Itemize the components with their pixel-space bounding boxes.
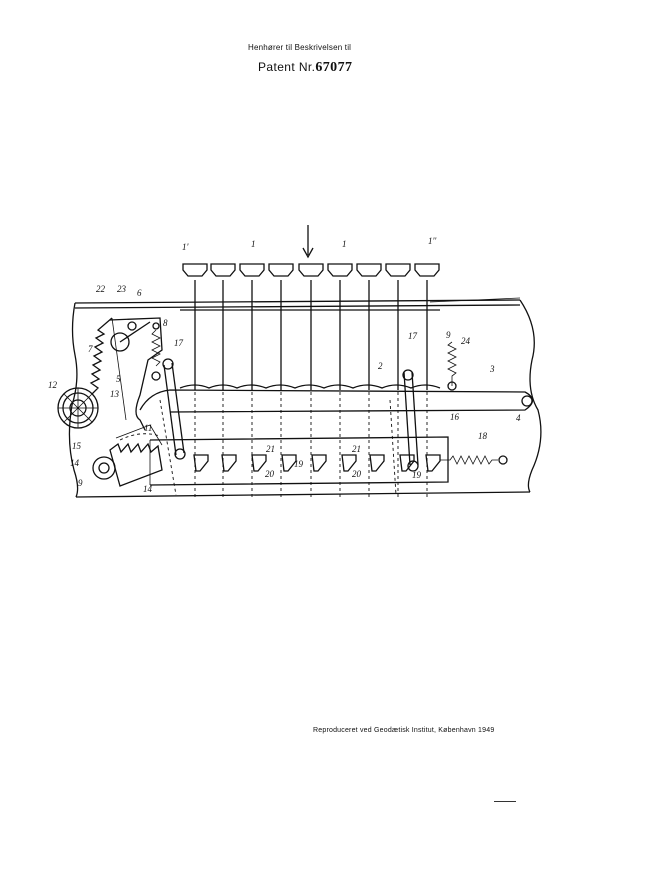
label-8: 8 bbox=[163, 318, 168, 328]
dashed-guides bbox=[159, 392, 428, 498]
stops-19-20-21 bbox=[193, 454, 441, 472]
label-6: 6 bbox=[137, 288, 142, 298]
press-arrow-icon bbox=[302, 225, 314, 259]
label-19-right: 19 bbox=[412, 470, 422, 480]
label-24: 24 bbox=[461, 336, 471, 346]
spring-24-icon bbox=[447, 341, 457, 386]
lever-3 bbox=[139, 381, 534, 413]
label-9-lower: 9 bbox=[78, 478, 83, 488]
ratchet-9-14-15 bbox=[92, 424, 163, 487]
patent-number-value: 67077 bbox=[315, 60, 353, 75]
patent-prefix: Patent Nr. bbox=[258, 60, 316, 74]
label-22: 22 bbox=[96, 284, 106, 294]
bar-2 bbox=[179, 309, 441, 389]
link-17-right bbox=[402, 369, 419, 472]
patent-number: Patent Nr.67077 bbox=[258, 60, 352, 76]
reproduction-credit: Reproduceret ved Geodætisk Institut, Køb… bbox=[313, 727, 495, 734]
lever-5 bbox=[109, 317, 163, 431]
label-17-left: 17 bbox=[174, 338, 184, 348]
spring-18-icon bbox=[440, 455, 508, 465]
label-1-a: 1 bbox=[251, 239, 256, 249]
label-11: 11 bbox=[144, 423, 152, 433]
key-stems bbox=[194, 280, 428, 390]
label-5: 5 bbox=[116, 374, 121, 384]
gear-12-icon bbox=[57, 387, 99, 429]
label-3: 3 bbox=[489, 364, 495, 374]
label-1-prime: 1' bbox=[182, 242, 190, 252]
label-7: 7 bbox=[88, 344, 93, 354]
label-9-upper: 9 bbox=[446, 330, 451, 340]
housing-outline bbox=[68, 297, 542, 498]
label-21-right: 21 bbox=[352, 444, 361, 454]
label-2: 2 bbox=[378, 361, 383, 371]
label-17-right: 17 bbox=[408, 331, 418, 341]
label-18: 18 bbox=[478, 431, 488, 441]
label-20-right: 20 bbox=[352, 469, 362, 479]
reference-labels: 1' 1 1 1'' 22 23 6 8 7 17 5 12 13 11 15 … bbox=[48, 236, 521, 494]
label-4: 4 bbox=[516, 413, 521, 423]
label-1-double-prime: 1'' bbox=[428, 236, 437, 246]
label-21-left: 21 bbox=[266, 444, 275, 454]
label-1-b: 1 bbox=[342, 239, 347, 249]
label-12: 12 bbox=[48, 380, 58, 390]
footer-dash bbox=[494, 801, 516, 802]
spring-8-icon bbox=[151, 322, 161, 367]
key-caps bbox=[182, 263, 440, 277]
header-caption: Henhører til Beskrivelsen til bbox=[248, 43, 352, 52]
label-15: 15 bbox=[72, 441, 82, 451]
label-20-left: 20 bbox=[265, 469, 275, 479]
label-14-left: 14 bbox=[70, 458, 80, 468]
link-17-left bbox=[162, 358, 186, 460]
label-13: 13 bbox=[110, 389, 120, 399]
label-16: 16 bbox=[450, 412, 460, 422]
label-23: 23 bbox=[117, 284, 127, 294]
label-19-left: 19 bbox=[294, 459, 304, 469]
label-14-right: 14 bbox=[143, 484, 153, 494]
pawl-22 bbox=[110, 321, 151, 352]
